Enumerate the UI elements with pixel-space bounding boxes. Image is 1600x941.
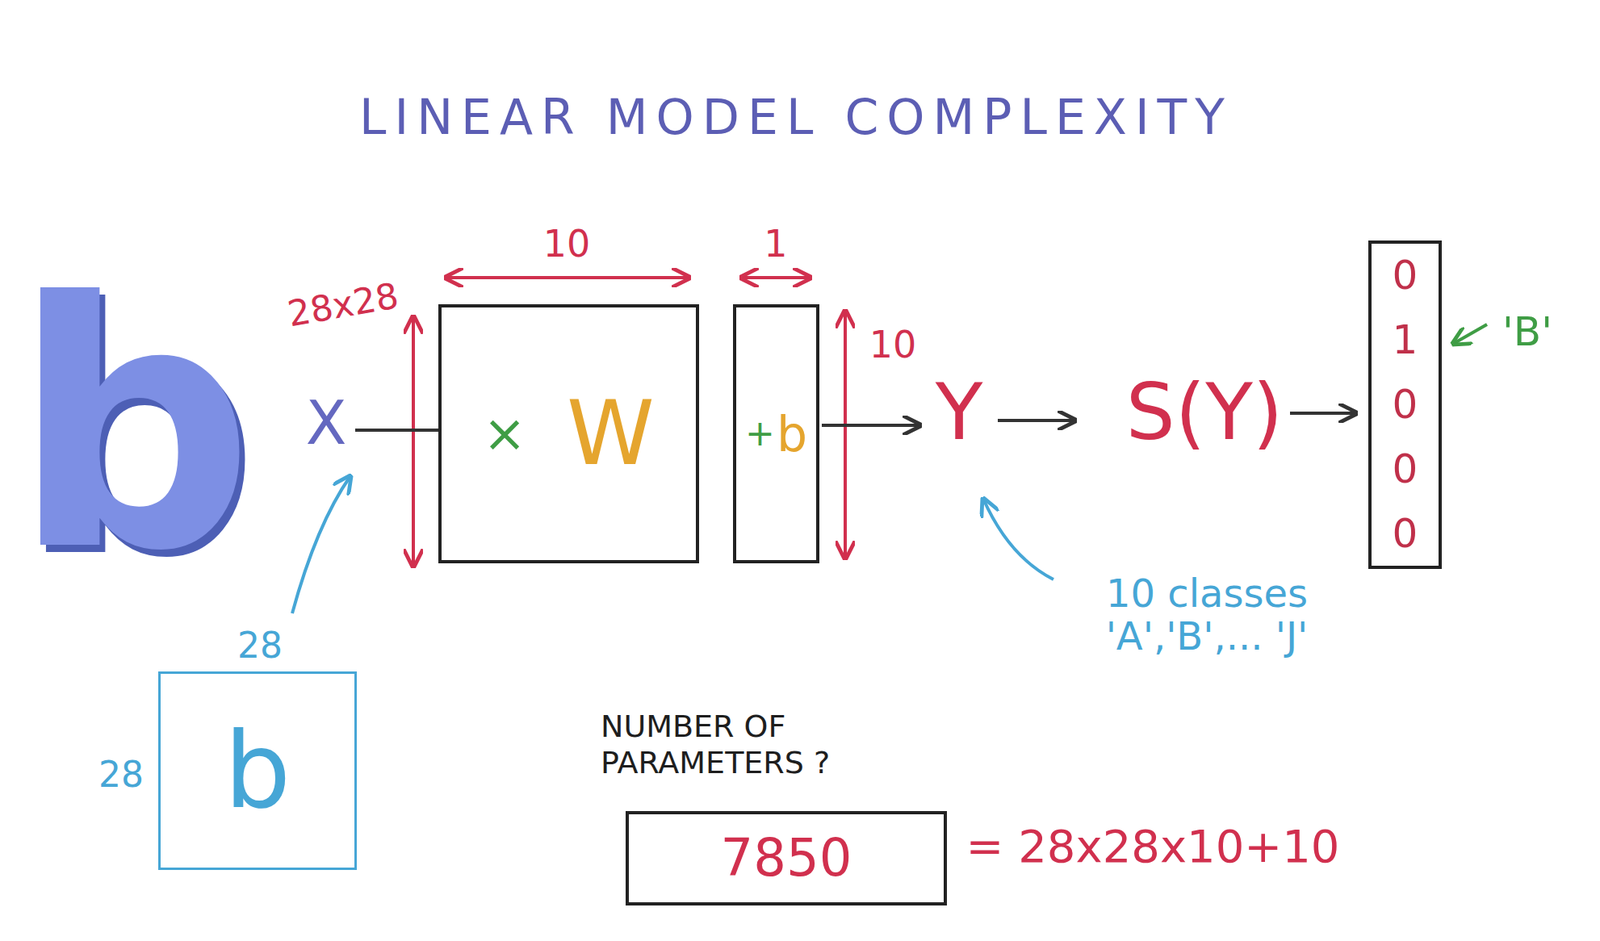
output-symbol: Y xyxy=(935,370,984,457)
box-text: 0 xyxy=(1392,382,1419,428)
dimension-label: 28x28 xyxy=(284,276,402,335)
leader-arrow xyxy=(292,476,351,614)
input-symbol: X xyxy=(305,390,348,457)
bias-vector: +b xyxy=(732,304,820,564)
dimension-arrow xyxy=(411,316,415,567)
box-text: + xyxy=(745,414,775,453)
box-text: b xyxy=(776,407,808,461)
box-text: 1 xyxy=(1392,318,1419,363)
flow-arrow xyxy=(997,418,1076,423)
class-label: 'B' xyxy=(1502,309,1553,355)
box-text: × xyxy=(482,405,527,462)
diagram-title: LINEAR MODEL COMPLEXITY xyxy=(359,90,1233,144)
box-text: W xyxy=(566,385,655,483)
leader-arrow xyxy=(1453,324,1487,344)
one-hot-vector: 0 1 0 0 0 xyxy=(1368,240,1442,570)
box-text: 0 xyxy=(1392,447,1419,492)
formula: = 28x28x10+10 xyxy=(966,821,1341,872)
dimension-label: 10 xyxy=(869,324,918,366)
input-line xyxy=(355,428,439,432)
box-text: 0 xyxy=(1392,253,1419,298)
letter-illustration: b xyxy=(12,258,256,598)
flow-arrow xyxy=(1290,411,1357,415)
box-text: 0 xyxy=(1392,511,1419,557)
dimension-arrow xyxy=(445,276,690,280)
box-heading: NUMBER OF PARAMETERS ? xyxy=(600,708,892,783)
dimension-arrow xyxy=(741,276,811,280)
box-text: 7850 xyxy=(720,829,853,887)
weight-matrix: ×W xyxy=(438,304,700,564)
class-note: 10 classes 'A','B',... 'J' xyxy=(1061,572,1353,658)
box-text: b xyxy=(224,713,292,830)
flow-arrow xyxy=(821,423,921,428)
dimension-label: 1 xyxy=(763,223,788,265)
dimension-label: 28 xyxy=(98,755,144,795)
softmax-symbol: S(Y) xyxy=(1126,370,1283,457)
leader-arrow xyxy=(983,498,1054,580)
dimension-label: 10 xyxy=(543,223,591,265)
dimension-label: 28 xyxy=(237,626,283,666)
dimension-arrow xyxy=(843,310,847,559)
parameter-count-box: NUMBER OF PARAMETERS ?7850 xyxy=(625,811,947,906)
input-image: b xyxy=(158,671,357,871)
